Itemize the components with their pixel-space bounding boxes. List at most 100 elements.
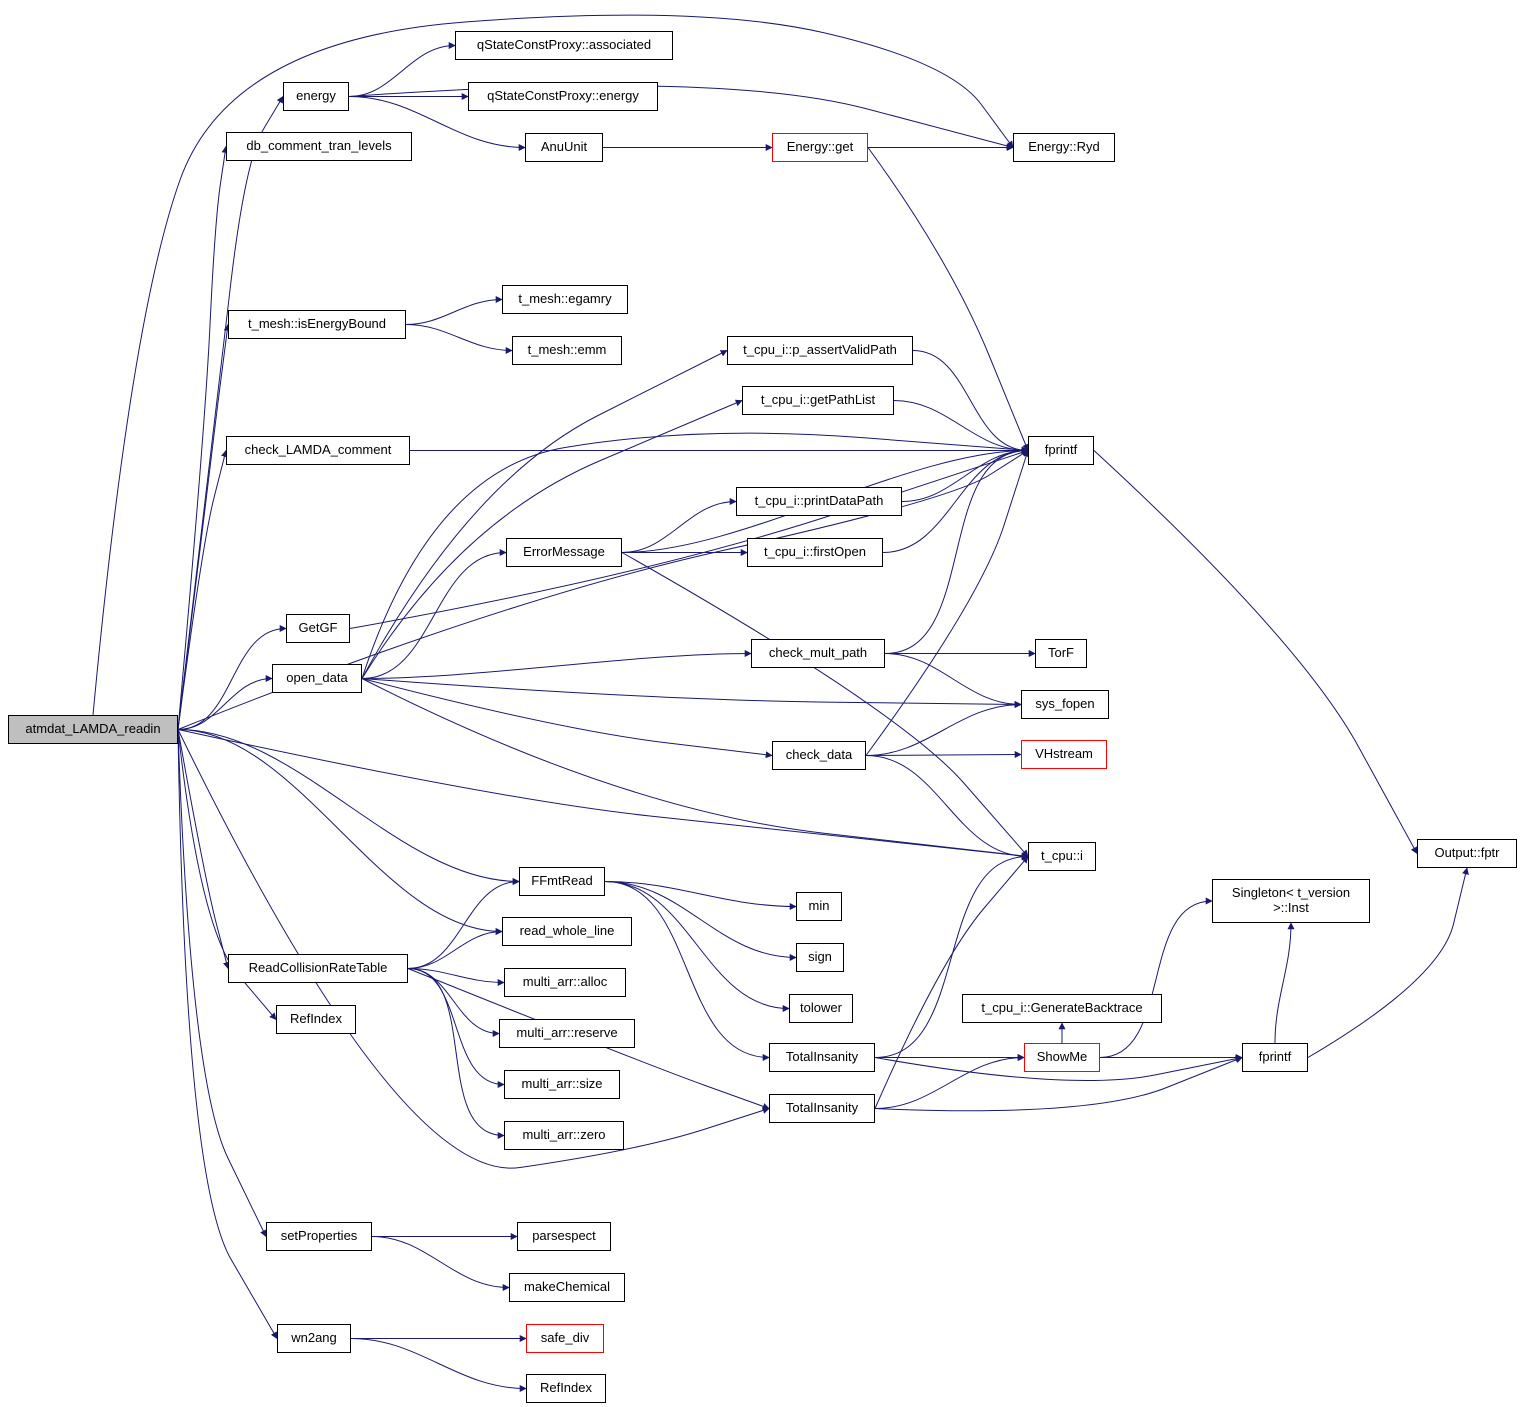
graph-node-zero[interactable]: multi_arr::zero (504, 1121, 624, 1150)
graph-node-label: qStateConstProxy::energy (487, 88, 639, 104)
graph-node-label: Output::fptr (1434, 845, 1500, 861)
graph-node-fprintf2[interactable]: fprintf (1242, 1043, 1308, 1072)
graph-node-energyryd[interactable]: Energy::Ryd (1013, 133, 1115, 162)
graph-node-label: check_mult_path (768, 645, 868, 661)
graph-node-getgf[interactable]: GetGF (286, 614, 350, 643)
graph-node-label: Energy::get (786, 139, 854, 155)
edge-readcollision-to-reserve (407, 968, 500, 1037)
graph-node-isenergybound[interactable]: t_mesh::isEnergyBound (228, 310, 406, 339)
graph-node-ffmtread[interactable]: FFmtRead (519, 867, 605, 896)
graph-node-assertpath[interactable]: t_cpu_i::p_assertValidPath (727, 336, 913, 365)
graph-node-min[interactable]: min (796, 892, 842, 921)
graph-node-label: RefIndex (539, 1380, 593, 1396)
graph-node-label: sys_fopen (1035, 696, 1095, 712)
graph-node-label: parsespect (532, 1228, 596, 1244)
edge-isenergybound-to-emm (405, 324, 513, 354)
graph-node-sysfopen[interactable]: sys_fopen (1021, 690, 1109, 719)
graph-node-energy[interactable]: energy (283, 82, 349, 111)
graph-node-vhstream[interactable]: VHstream (1021, 740, 1107, 769)
graph-node-errormessage[interactable]: ErrorMessage (506, 538, 622, 567)
edge-firstopen-to-fprintf1 (882, 447, 1029, 553)
graph-node-label: makeChemical (524, 1279, 610, 1295)
graph-node-label: qStateConstProxy::associated (476, 37, 652, 53)
graph-node-singleton[interactable]: Singleton< t_version >::Inst (1212, 879, 1370, 923)
graph-node-checkcomment[interactable]: check_LAMDA_comment (226, 436, 410, 465)
graph-node-size[interactable]: multi_arr::size (504, 1070, 620, 1099)
graph-node-wn2ang[interactable]: wn2ang (277, 1324, 351, 1353)
graph-node-label: min (808, 898, 830, 914)
graph-node-setproperties[interactable]: setProperties (266, 1222, 372, 1251)
graph-node-label: t_cpu_i::getPathList (760, 392, 876, 408)
graph-node-firstopen[interactable]: t_cpu_i::firstOpen (747, 538, 883, 567)
edge-checkdata-to-sysfopen (865, 701, 1022, 756)
graph-node-label: GetGF (298, 620, 338, 636)
edge-readcollision-to-readwholeline (407, 928, 503, 969)
graph-node-label: t_cpu_i::printDataPath (754, 493, 884, 509)
edge-opendata-to-tcpui (361, 678, 1029, 860)
edge-totalinsanity2-to-tcpui (874, 855, 1029, 1109)
graph-node-readwholeline[interactable]: read_whole_line (502, 917, 632, 946)
edge-atmdat_LAMDA_readin-to-readwholeline (177, 729, 503, 935)
edge-setproperties-to-makechemical (371, 1236, 510, 1291)
edge-opendata-to-fprintf1 (361, 432, 1029, 679)
graph-node-totalinsanity1[interactable]: TotalInsanity (769, 1043, 875, 1072)
graph-node-printdatapath[interactable]: t_cpu_i::printDataPath (736, 487, 902, 516)
graph-node-checkmultpath[interactable]: check_mult_path (751, 639, 885, 668)
graph-node-anuunit[interactable]: AnuUnit (525, 133, 603, 162)
graph-node-safediv[interactable]: safe_div (526, 1324, 604, 1353)
edge-atmdat_LAMDA_readin-to-setproperties (177, 729, 267, 1238)
graph-node-makechemical[interactable]: makeChemical (509, 1273, 625, 1302)
graph-node-egamry[interactable]: t_mesh::egamry (502, 285, 628, 314)
edge-totalinsanity1-to-tcpui (874, 853, 1029, 1058)
edge-checkmultpath-to-fprintf1 (884, 447, 1029, 654)
graph-node-dbcomment[interactable]: db_comment_tran_levels (226, 132, 412, 161)
graph-node-label: wn2ang (291, 1330, 337, 1346)
graph-node-parsespect[interactable]: parsespect (517, 1222, 611, 1251)
graph-node-tcpui[interactable]: t_cpu::i (1028, 842, 1096, 871)
graph-node-totalinsanity2[interactable]: TotalInsanity (769, 1094, 875, 1123)
graph-node-energyget[interactable]: Energy::get (772, 133, 868, 162)
graph-node-tolower[interactable]: tolower (789, 994, 853, 1023)
edge-checkdata-to-fprintf1 (865, 449, 1030, 756)
graph-node-label: multi_arr::alloc (522, 974, 608, 990)
graph-node-label: energy (296, 88, 336, 104)
graph-node-label: AnuUnit (540, 139, 588, 155)
graph-node-showme[interactable]: ShowMe (1024, 1043, 1100, 1072)
graph-node-label: fprintf (1258, 1049, 1292, 1065)
graph-node-refindex1[interactable]: RefIndex (276, 1005, 356, 1034)
edge-atmdat_LAMDA_readin-to-getgf (177, 625, 287, 730)
graph-node-refindex2[interactable]: RefIndex (526, 1374, 606, 1403)
graph-node-backtrace[interactable]: t_cpu_i::GenerateBacktrace (962, 994, 1162, 1023)
edge-atmdat_LAMDA_readin-to-tcpui (177, 729, 1029, 860)
graph-node-opendata[interactable]: open_data (272, 664, 362, 693)
graph-node-label: t_cpu::i (1041, 848, 1083, 864)
edge-atmdat_LAMDA_readin-to-wn2ang (177, 729, 278, 1340)
edge-ffmtread-to-tolower (604, 881, 790, 1012)
edge-energy-to-energyryd (348, 85, 1014, 150)
graph-node-emm[interactable]: t_mesh::emm (512, 336, 622, 365)
edge-errormessage-to-tcpui (621, 552, 1029, 858)
graph-node-torf[interactable]: TorF (1035, 639, 1087, 668)
graph-node-label: sign (808, 949, 832, 965)
graph-node-alloc[interactable]: multi_arr::alloc (504, 968, 626, 997)
graph-node-qenergy[interactable]: qStateConstProxy::energy (468, 82, 658, 111)
graph-node-fprintf1[interactable]: fprintf (1028, 436, 1094, 465)
edge-showme-to-singleton (1099, 897, 1213, 1058)
graph-node-readcollision[interactable]: ReadCollisionRateTable (228, 954, 408, 983)
edge-atmdat_LAMDA_readin-to-opendata (177, 675, 273, 730)
edge-errormessage-to-printdatapath (621, 498, 737, 553)
graph-node-checkdata[interactable]: check_data (772, 741, 866, 770)
graph-node-atmdat_LAMDA_readin: atmdat_LAMDA_readin (8, 715, 178, 744)
edge-atmdat_LAMDA_readin-to-energyryd (92, 14, 1014, 716)
graph-node-label: ErrorMessage (523, 544, 605, 560)
graph-node-label: atmdat_LAMDA_readin (25, 721, 161, 737)
edge-energyget-to-fprintf1 (867, 147, 1029, 452)
graph-node-reserve[interactable]: multi_arr::reserve (499, 1019, 635, 1048)
graph-node-getpathlist[interactable]: t_cpu_i::getPathList (742, 386, 894, 415)
graph-node-qassoc[interactable]: qStateConstProxy::associated (455, 31, 673, 60)
graph-node-outputfptr[interactable]: Output::fptr (1417, 839, 1517, 868)
edge-checkdata-to-vhstream (865, 751, 1022, 759)
graph-node-sign[interactable]: sign (796, 943, 844, 972)
graph-node-label: open_data (286, 670, 348, 686)
